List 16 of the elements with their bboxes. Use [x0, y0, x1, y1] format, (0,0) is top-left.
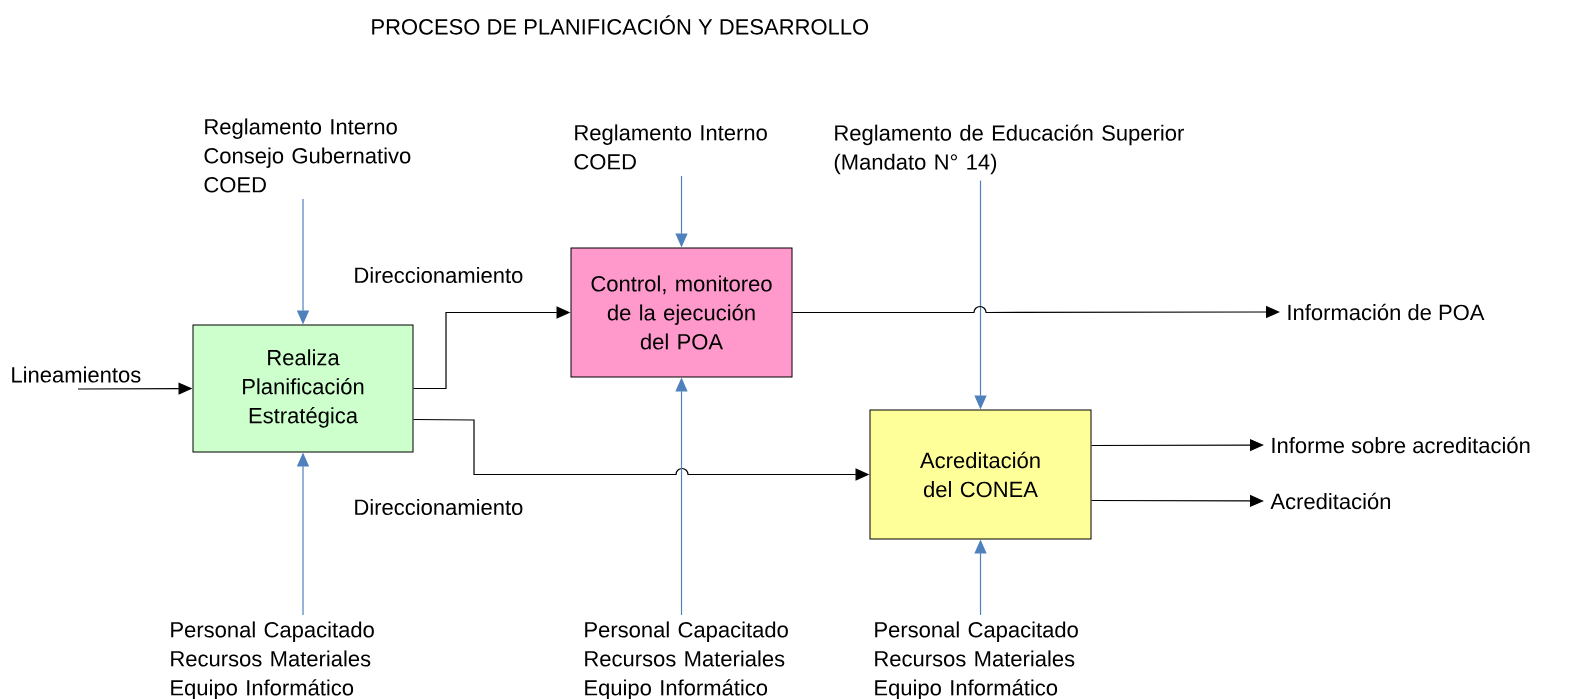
process-box: Realiza Planificación Estratégica: [192, 324, 414, 453]
annotation-text: Personal Capacitado Recursos Materiales Equipo Informático: [171, 621, 374, 699]
annotation-text: Reglamento Interno COED: [574, 124, 767, 170]
edge-label: Direccionamiento: [351, 264, 526, 286]
annotation-text: Personal Capacitado Recursos Materiales Equipo Informático: [585, 621, 788, 699]
annotation-text: Personal Capacitado Recursos Materiales Equipo Informático: [875, 621, 1078, 699]
process-box: Control, monitoreo de la ejecución del POA: [570, 247, 793, 378]
annotation-text: Informe sobre acreditación: [1272, 436, 1530, 454]
annotation-text: Lineamientos: [12, 366, 141, 383]
edge-label: Direccionamiento: [351, 496, 526, 518]
annotation-text: Reglamento Interno Consejo Gubernativo COED: [204, 118, 411, 193]
annotation-text: Información de POA: [1288, 303, 1485, 321]
annotation-text: Acreditación: [1270, 492, 1390, 510]
title: PROCESO DE PLANIFICACIÓN Y DESARROLLO: [372, 15, 869, 35]
process-box: Acreditación del CONEA: [869, 409, 1092, 540]
annotation-text: Reglamento de Educación Superior (Mandato N° 14): [834, 124, 1184, 175]
